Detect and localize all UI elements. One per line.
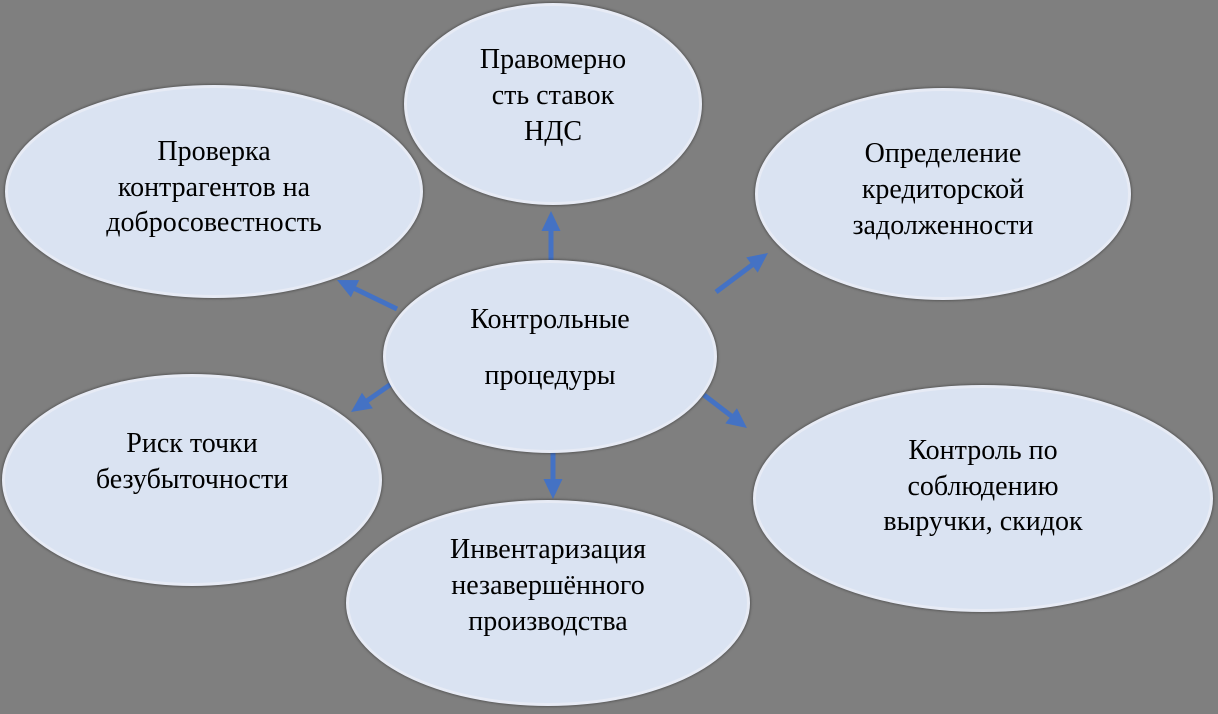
node-revenue-discounts-control: Контроль по соблюдению выручки, скидок [753,385,1213,612]
arrow-to-top-right-head [746,253,768,273]
label-line: незавершённого [451,570,645,602]
node-control-procedures-central: Контрольные процедуры [383,260,717,453]
label-line: задолженности [852,209,1034,241]
label-line: Определение [864,138,1022,170]
label-line: Проверка [157,135,271,167]
label-line: безубыточности [95,464,289,495]
node-vat-rates-legitimacy: Правомерно сть ставок НДС [404,3,702,205]
label-line: Инвентаризация [450,534,646,566]
label-line: Риск точки [126,428,258,460]
node-counterparty-integrity-check: Проверка контрагентов на добросовестност… [5,85,423,298]
arrow-to-bottom-left-head [351,392,373,412]
node-accounts-payable-determination: Определение кредиторской задолженности [755,88,1131,300]
arrow-to-top-right-line [714,258,760,295]
arrow-to-top-left-head [337,280,360,298]
label-line: соблюдению [907,470,1059,502]
label-line: Контрольные [470,303,630,335]
node-wip-inventory: Инвентаризация незавершённого производст… [346,500,750,706]
arrow-to-bottom-right-head [725,408,747,428]
label-line: Контроль по [908,434,1058,466]
label-line: Правомерно [479,44,627,76]
arrow-to-top-left-line [346,282,399,312]
label-line: кредиторской [861,174,1025,206]
arrow-to-bottom-left-line [359,379,396,408]
label-line: производства [468,605,628,637]
label-line: добросовестность [106,207,322,239]
label-line: процедуры [484,359,616,391]
label-line: контрагентов на [117,171,311,203]
label-line: НДС [524,115,582,147]
arrow-to-bottom-head [543,479,563,499]
label-line: сть ставок [491,80,615,112]
arrow-to-bottom-right-line [702,393,740,423]
label-line: выручки, скидок [883,506,1083,538]
arrow-to-top-head [541,211,561,231]
node-break-even-point-risk: Риск точки безубыточности [2,374,382,586]
